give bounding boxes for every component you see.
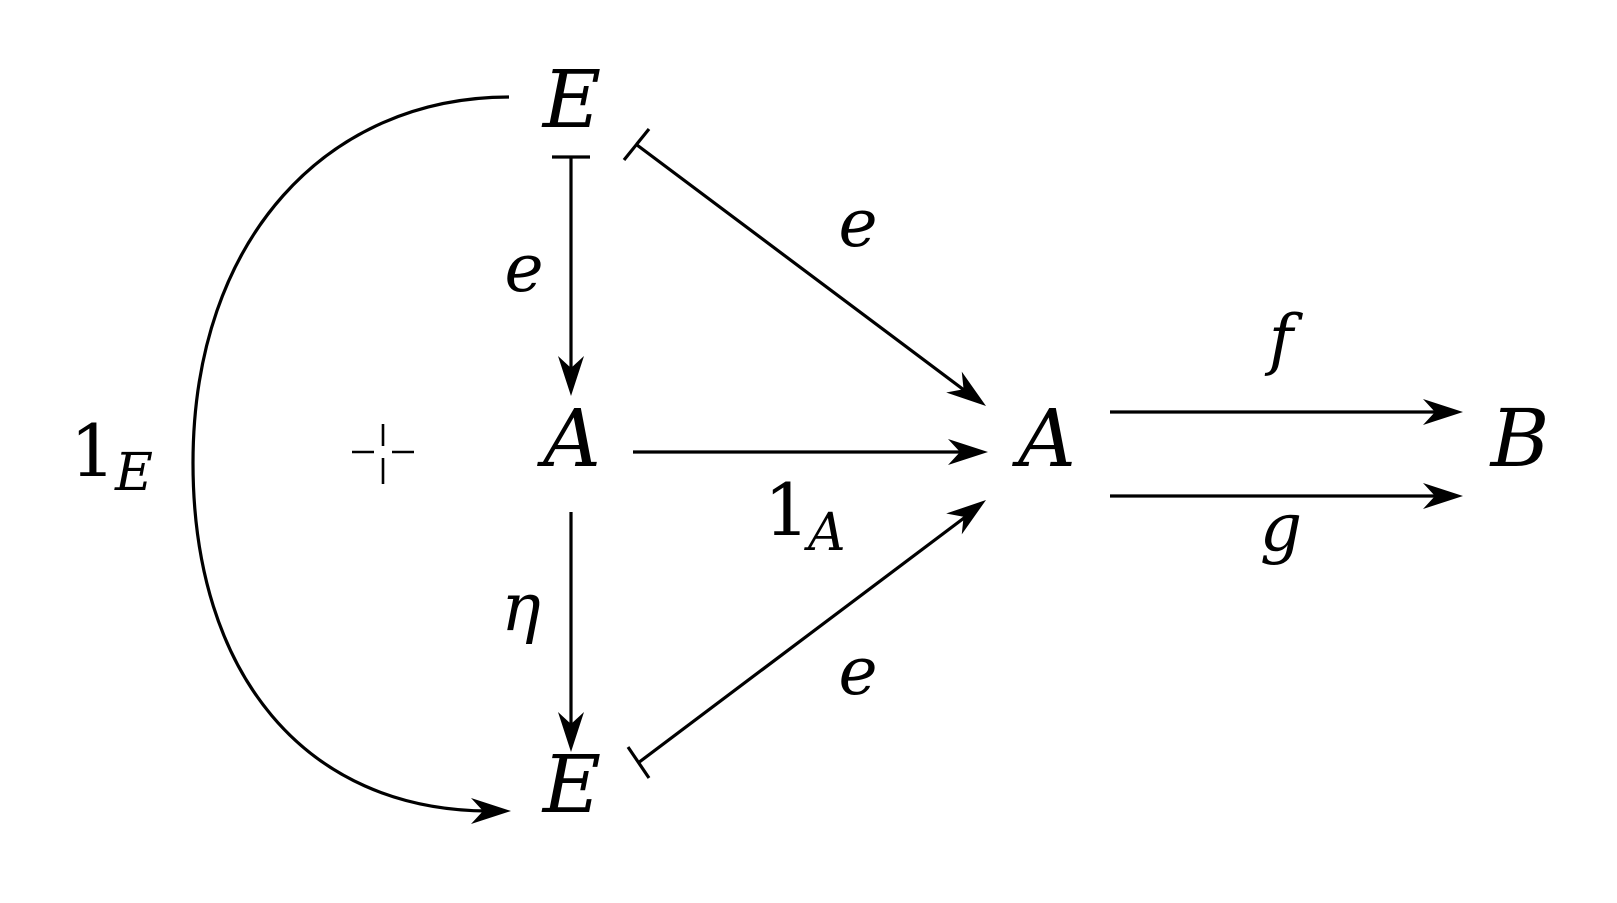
- cross-marker: [352, 424, 414, 484]
- arrow-a-to-b-g: [1110, 483, 1463, 509]
- arrow-a-to-e-bottom: [558, 512, 584, 752]
- node-e-top: E: [541, 53, 601, 146]
- arrow-e-top-to-e-bottom-curve: [191, 95, 511, 824]
- node-b: B: [1489, 392, 1550, 485]
- label-eta: η: [501, 569, 541, 646]
- label-e-diag-top: e: [838, 185, 877, 262]
- node-e-bottom: E: [541, 738, 601, 831]
- label-one-a-main: 1: [764, 468, 810, 552]
- label-one-e-subscript: E: [114, 443, 153, 503]
- label-e-vertical: e: [504, 230, 543, 307]
- label-one-a: 1 A: [764, 468, 846, 563]
- node-a-middle: A: [536, 392, 601, 485]
- label-one-e-main: 1: [70, 409, 116, 493]
- label-one-a-subscript: A: [804, 503, 846, 563]
- arrow-a-to-a-identity: [633, 439, 988, 465]
- node-a-right: A: [1011, 392, 1076, 485]
- label-e-diag-bottom: e: [838, 633, 877, 710]
- arrow-e-bottom-to-a-right: [626, 500, 986, 779]
- label-f: f: [1264, 301, 1304, 378]
- arrow-a-to-b-f: [1110, 399, 1463, 425]
- label-one-e: 1 E: [70, 409, 153, 503]
- arrow-e-top-to-a: [552, 155, 590, 396]
- arrow-e-top-to-a-right: [622, 127, 986, 406]
- label-g: g: [1260, 489, 1302, 566]
